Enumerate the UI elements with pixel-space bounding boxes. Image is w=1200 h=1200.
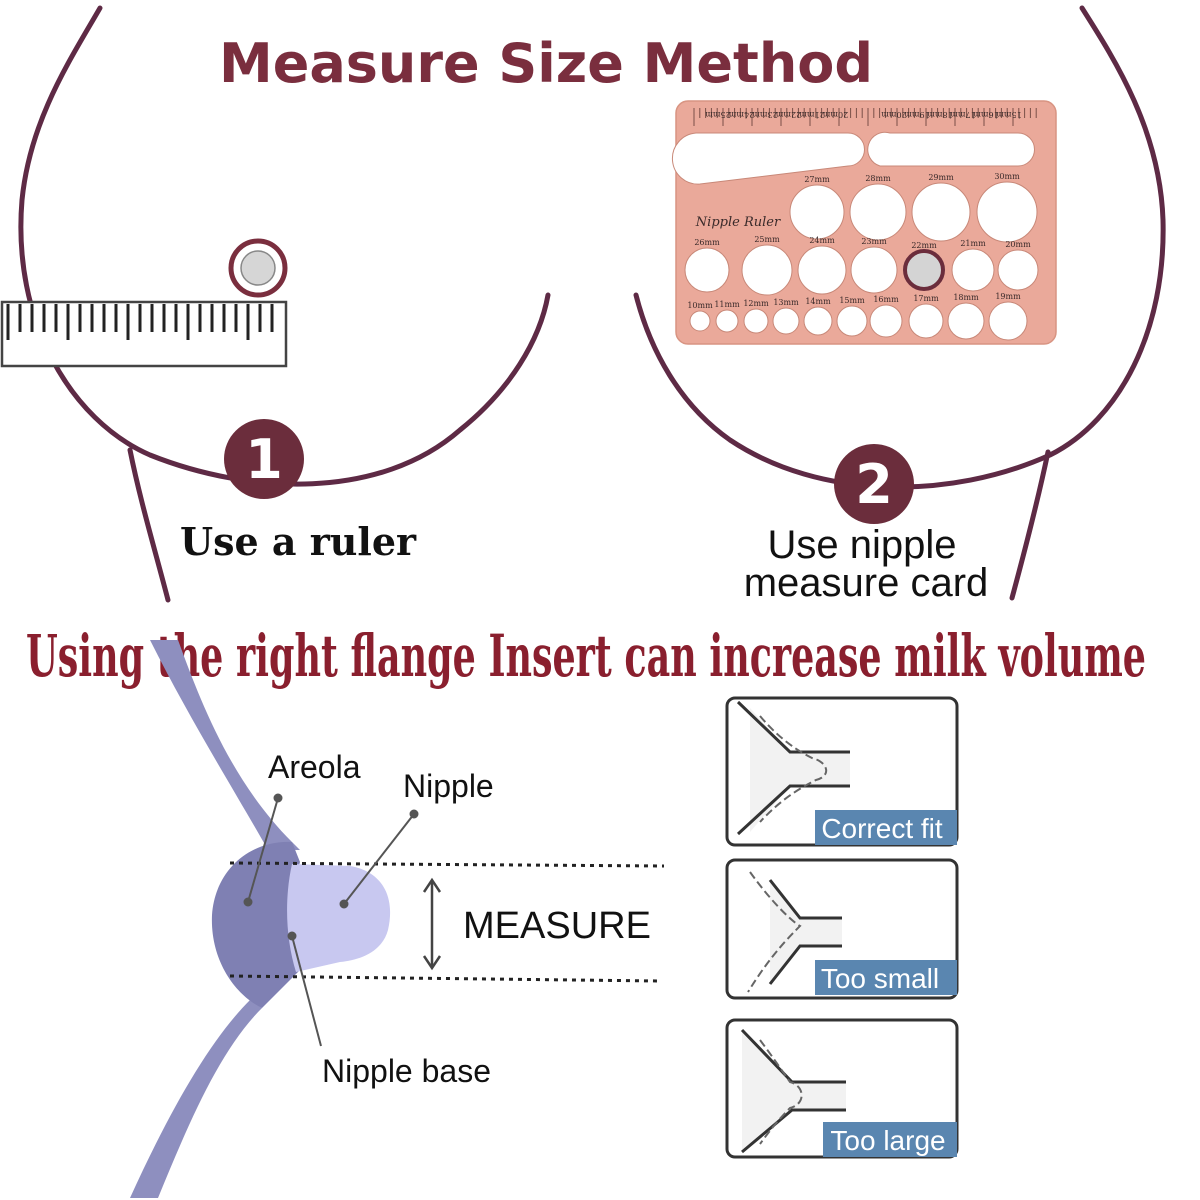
card-scale-label: 17mm: [950, 110, 976, 119]
card-hole-label: 20mm: [1005, 240, 1031, 249]
step-1-number: 1: [245, 428, 283, 491]
card-scale-label: 15mm: [996, 110, 1022, 119]
card-hole: [803, 306, 833, 336]
card-hole: [911, 182, 971, 242]
card-hole: [976, 181, 1038, 243]
card-scale-label: 20mm: [881, 110, 907, 119]
card-scale-label: 25mm: [705, 110, 731, 119]
card-hole-label: 19mm: [995, 292, 1021, 301]
measure-line-bottom: [229, 974, 661, 983]
step-2-label-line1: Use nipple: [767, 523, 956, 567]
nipple-marker-left: [228, 238, 288, 298]
step-2-badge: 2: [834, 444, 914, 524]
fit-panel-correct: Correct fit: [725, 696, 959, 847]
card-hole-label: 14mm: [805, 297, 831, 306]
nipple-base-label: Nipple base: [322, 1053, 491, 1089]
card-scale-label: 16mm: [973, 110, 999, 119]
card-hole-label: 24mm: [809, 236, 835, 245]
card-hole: [836, 305, 868, 337]
card-hole-label: 26mm: [694, 238, 720, 247]
card-hole: [869, 304, 903, 338]
card-scale-label: 24mm: [728, 110, 754, 119]
card-hole-label: 30mm: [994, 172, 1020, 181]
card-hole-label: 13mm: [773, 298, 799, 307]
card-hole-label: 25mm: [754, 235, 780, 244]
card-hole-label: 29mm: [928, 173, 954, 182]
measure-line-top: [229, 861, 665, 868]
nipple-label: Nipple: [403, 768, 494, 804]
card-hole-label: 18mm: [953, 293, 979, 302]
card-hole: [743, 308, 769, 334]
card-hole-label: 17mm: [913, 294, 939, 303]
card-hole-label: 22mm: [911, 241, 937, 250]
card-hole: [908, 303, 944, 339]
measure-label: MEASURE: [463, 905, 651, 947]
card-hole: [689, 310, 711, 332]
fit-label-correct: Correct fit: [821, 813, 943, 844]
card-hole: [849, 183, 907, 241]
card-hole-label: 12mm: [743, 299, 769, 308]
fit-panel-too-small: Too small: [725, 858, 959, 1000]
step-1-label: Use a ruler: [180, 519, 417, 564]
areola-leader: [247, 797, 279, 903]
card-hole-label: 28mm: [865, 174, 891, 183]
headline: Using the right flange Insert can increa…: [26, 622, 1146, 690]
card-hole: [997, 249, 1039, 291]
card-hole-label: 15mm: [839, 296, 865, 305]
fit-label-too-large: Too large: [830, 1125, 945, 1156]
card-hole: [947, 302, 985, 340]
card-hole: [772, 307, 800, 335]
card-hole-label: 11mm: [714, 300, 740, 309]
card-hole-label: 10mm: [687, 301, 713, 310]
card-title: Nipple Ruler: [695, 215, 781, 230]
card-hole: [988, 301, 1028, 341]
step-2-number: 2: [855, 453, 893, 516]
step-2-label-line2: measure card: [744, 561, 989, 605]
card-scale-label: 23mm: [752, 110, 778, 119]
card-hole: [951, 248, 995, 292]
fit-label-too-small: Too small: [821, 963, 939, 994]
card-highlight-hole: [903, 249, 945, 291]
card-hole-label: 21mm: [960, 239, 986, 248]
fit-panel-too-large: Too large: [725, 1018, 959, 1159]
card-hole: [789, 184, 845, 240]
measure-arrow: [422, 877, 442, 971]
card-hole: [715, 309, 739, 333]
card-hole: [684, 247, 730, 293]
card-hole: [741, 244, 793, 296]
areola-label: Areola: [268, 749, 361, 785]
card-hole: [797, 245, 847, 295]
breast-profile: [130, 640, 391, 1198]
card-scale-label: 20mm: [822, 110, 848, 119]
card-scale-label: 19mm: [904, 110, 930, 119]
card-hole-label: 16mm: [873, 295, 899, 304]
nipple-base-leader: [291, 935, 322, 1047]
breast-outline-right: [633, 5, 1166, 601]
card-hole-label: 27mm: [804, 175, 830, 184]
card-scale-label: 21mm: [799, 110, 825, 119]
card-scale-label: 22mm: [775, 110, 801, 119]
card-scale-label: 18mm: [927, 110, 953, 119]
card-hole: [850, 246, 898, 294]
card-hole-label: 23mm: [861, 237, 887, 246]
breast-outline-left: [18, 5, 551, 603]
nipple-leader: [343, 813, 415, 905]
step-1-badge: 1: [224, 419, 304, 499]
ruler: [0, 300, 288, 368]
page-title: Measure Size Method: [219, 32, 873, 95]
